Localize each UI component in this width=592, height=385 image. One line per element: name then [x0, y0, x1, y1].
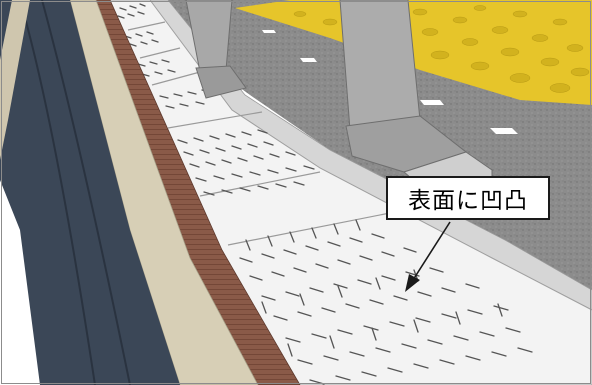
- callout-label: 表面に凹凸: [408, 188, 528, 214]
- callout-pointer-arrowhead: [405, 274, 420, 292]
- dark-wall: [0, 0, 180, 385]
- lane-markings: [262, 30, 518, 134]
- surface-relief-pattern: [117, 3, 533, 385]
- callout-pointer-line: [412, 221, 451, 281]
- left-beige-strip: [0, 0, 30, 160]
- grey-figure-legs: [185, 0, 493, 199]
- wall-grooves: [19, 0, 131, 385]
- callout-label-box: 表面に凹凸: [386, 176, 550, 220]
